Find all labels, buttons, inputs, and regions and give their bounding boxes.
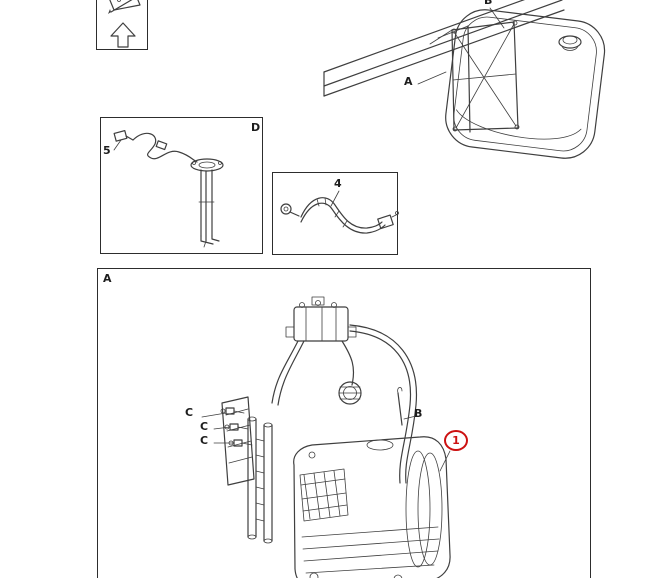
hoses <box>271 324 418 484</box>
instruction-icon-box <box>96 0 148 50</box>
hose-illustration <box>280 190 399 234</box>
up-arrow-icon <box>110 22 136 48</box>
leader-line-a <box>417 71 447 85</box>
detail-box-d-label: D <box>251 121 261 134</box>
leader-line-b-main <box>403 415 417 420</box>
item-callout-1-number: 1 <box>452 434 460 447</box>
leader-line-c1 <box>201 412 227 418</box>
top-connector-block <box>285 296 357 342</box>
inline-plug <box>155 140 168 151</box>
ref-label-c1: C <box>185 406 194 419</box>
item-callout-4[interactable]: 4 <box>334 177 342 190</box>
ref-label-b-main: B <box>414 407 423 420</box>
ref-label-c2: C <box>200 420 209 433</box>
main-view-box-a <box>97 268 591 578</box>
ref-label-b-top: B <box>484 0 493 7</box>
leader-line-5 <box>113 139 122 151</box>
instruction-icon <box>108 0 141 48</box>
hose-right-fitting <box>377 211 399 230</box>
pump-assembly-illustration <box>201 296 451 578</box>
sender-connector <box>113 129 134 142</box>
detail-box-4 <box>272 172 399 255</box>
item-callout-5[interactable]: 5 <box>103 144 111 157</box>
tank-frame-assembly-illustration <box>323 0 606 159</box>
sensor-fittings <box>220 407 253 447</box>
fuel-sender-illustration <box>113 129 224 248</box>
leader-line-item-1 <box>439 450 451 472</box>
vertical-tubes <box>247 416 273 544</box>
left-bracket <box>221 396 255 486</box>
hose-body <box>300 197 386 234</box>
leader-line-b <box>489 7 505 29</box>
ref-label-c3: C <box>200 434 209 447</box>
mounting-bracket <box>429 20 520 133</box>
leader-line-c2 <box>213 426 231 430</box>
item-callout-1[interactable]: 1 <box>444 430 468 451</box>
hose-left-fitting <box>280 203 300 217</box>
filler-cap <box>558 35 582 51</box>
sender-flange <box>190 158 224 172</box>
main-view-box-label: A <box>103 272 112 285</box>
fuel-tank <box>445 9 606 159</box>
ref-label-a-top: A <box>404 75 413 88</box>
leader-line-4 <box>330 190 340 207</box>
sender-wire <box>132 132 198 163</box>
detail-box-d <box>100 117 263 254</box>
sender-tubes <box>198 169 220 248</box>
round-connector <box>338 381 362 405</box>
pump-body <box>293 436 451 578</box>
dipstick-rod <box>397 387 403 426</box>
